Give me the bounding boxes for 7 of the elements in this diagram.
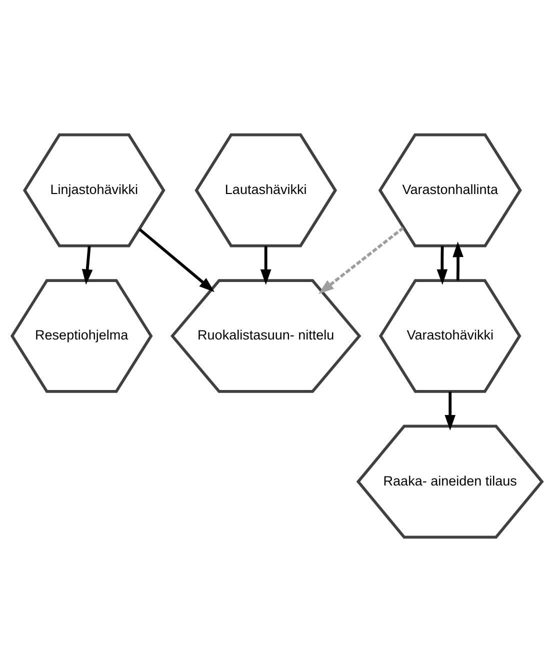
arrow bbox=[452, 241, 464, 280]
arrow bbox=[436, 246, 448, 284]
arrow bbox=[444, 391, 456, 430]
arrow bbox=[138, 228, 215, 292]
arrow bbox=[318, 226, 404, 294]
arrow bbox=[82, 245, 93, 284]
arrow bbox=[260, 246, 272, 284]
